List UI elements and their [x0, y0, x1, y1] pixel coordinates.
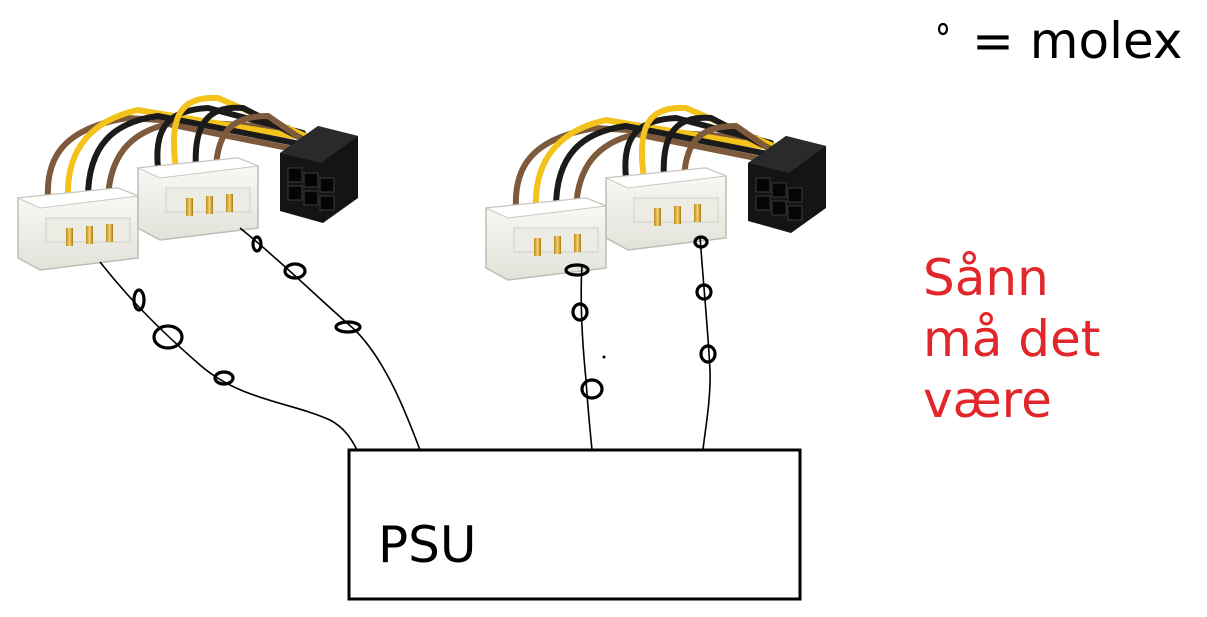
molex-marker [695, 283, 713, 301]
molex-marker [580, 378, 604, 400]
wire-dots [602, 355, 606, 359]
legend-text: = molex [972, 12, 1183, 70]
molex-marker [699, 344, 717, 364]
molex-marker [564, 263, 590, 277]
note-line: være [923, 371, 1052, 429]
wire-right-2 [699, 235, 711, 451]
molex-marker [283, 262, 307, 280]
molex-markers [132, 235, 717, 400]
wire-left-2 [239, 227, 421, 451]
note-line: må det [923, 310, 1101, 368]
psu-label: PSU [378, 516, 477, 574]
molex-marker [693, 235, 709, 249]
psu-wires [99, 227, 711, 451]
note-line: Sånn [923, 249, 1049, 307]
molex-marker [213, 370, 235, 386]
wire-left-1 [99, 261, 358, 451]
molex-symbol-icon [937, 22, 949, 36]
wire-right-1 [580, 264, 593, 451]
molex-marker [152, 324, 184, 350]
pcie-adapter-right [486, 108, 826, 280]
molex-marker [571, 302, 589, 322]
molex-marker [132, 288, 146, 312]
psu-box [347, 448, 802, 601]
molex-marker [334, 320, 362, 334]
note-text: Sånn må det være [923, 248, 1100, 431]
pcie-adapter-left [18, 98, 358, 270]
molex-marker [251, 235, 263, 253]
